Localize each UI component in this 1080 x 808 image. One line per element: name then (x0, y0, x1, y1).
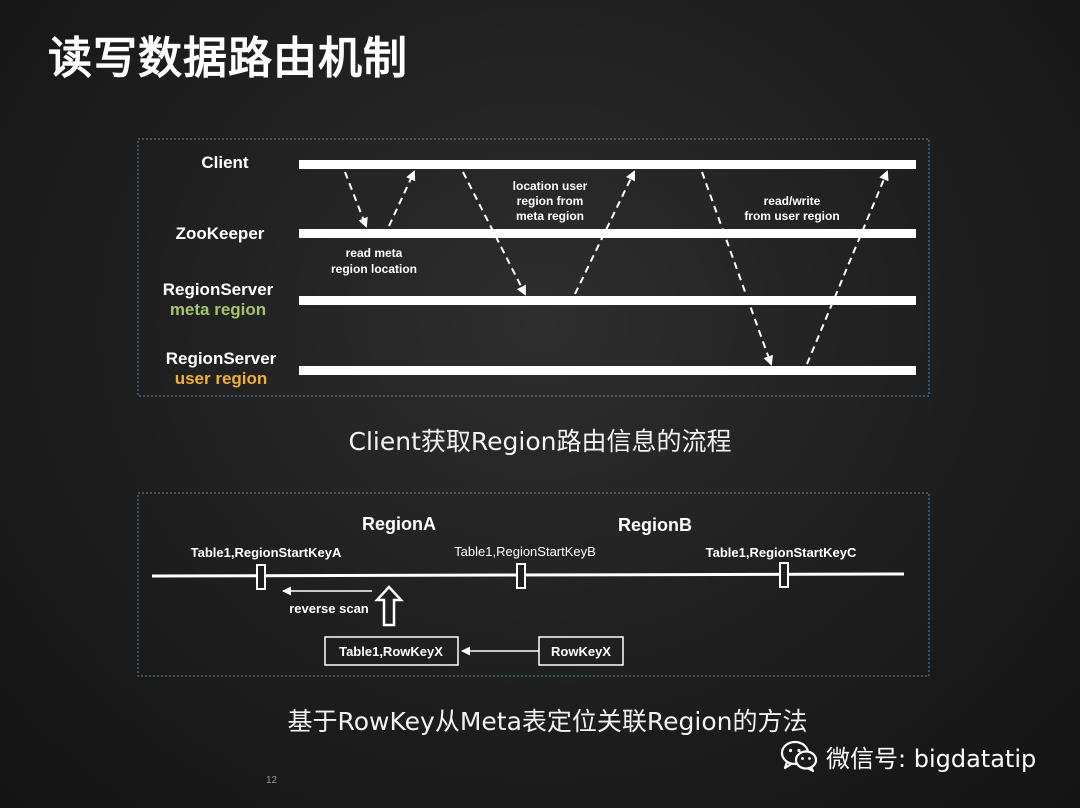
lane-label-zookeeper: ZooKeeper (176, 224, 265, 243)
annotation-read-meta-line2: region location (331, 262, 417, 276)
table1-rowkeyx-box (324, 636, 459, 666)
start-key-c-label: Table1,RegionStartKeyC (706, 545, 857, 560)
page-title: 读写数据路由机制 (48, 33, 408, 84)
diagram2-frame (137, 492, 930, 677)
lane-line-regionserver-meta (299, 296, 916, 305)
annotation-locate-line1: location user (513, 179, 588, 193)
lane-label-regionserver-user: RegionServer (166, 349, 277, 368)
start-key-c-marker (779, 562, 789, 588)
annotation-locate-line2: region from (517, 194, 584, 208)
lane-line-client (299, 160, 916, 169)
start-key-b-label: Table1,RegionStartKeyB (454, 544, 596, 559)
annotation-locate-line3: meta region (516, 209, 584, 223)
region-b-label: RegionB (618, 515, 692, 535)
lane-sublabel-user-region: user region (175, 369, 268, 388)
watermark: 微信号: bigdatatip (780, 736, 1036, 776)
annotation-readwrite-line2: from user region (744, 209, 839, 223)
hollow-up-arrow-icon (374, 585, 404, 627)
arrow-client-to-user-region (701, 171, 773, 366)
annotation-readwrite-line1: read/write (764, 194, 821, 208)
arrow-client-to-meta (462, 171, 526, 296)
annotation-read-meta-line1: read meta (346, 246, 403, 260)
reverse-scan-label: reverse scan (289, 601, 369, 616)
lane-label-client: Client (201, 153, 249, 172)
key-range-line (151, 572, 905, 578)
arrow-meta-to-client (574, 170, 636, 295)
table1-rowkeyx-label: Table1,RowKeyX (339, 644, 443, 659)
arrow-zookeeper-to-client (388, 170, 416, 227)
region-a-label: RegionA (362, 514, 436, 534)
lane-line-regionserver-user (299, 366, 916, 375)
lane-label-regionserver-meta: RegionServer (163, 280, 274, 299)
page-number: 12 (266, 775, 278, 786)
diagram1-caption: Client获取Region路由信息的流程 (348, 427, 732, 456)
lane-sublabel-meta-region: meta region (170, 300, 266, 319)
lane-line-zookeeper (299, 229, 916, 238)
rowkeyx-label: RowKeyX (551, 644, 611, 659)
arrow-client-to-zookeeper (344, 171, 368, 228)
start-key-b-marker (516, 563, 526, 589)
diagram2-caption: 基于RowKey从Meta表定位关联Region的方法 (287, 707, 808, 736)
watermark-text: 微信号: bigdatatip (826, 744, 1037, 773)
arrow-user-region-to-client (806, 170, 889, 365)
start-key-a-marker (256, 564, 266, 590)
start-key-a-label: Table1,RegionStartKeyA (191, 545, 342, 560)
wechat-icon (780, 740, 818, 772)
